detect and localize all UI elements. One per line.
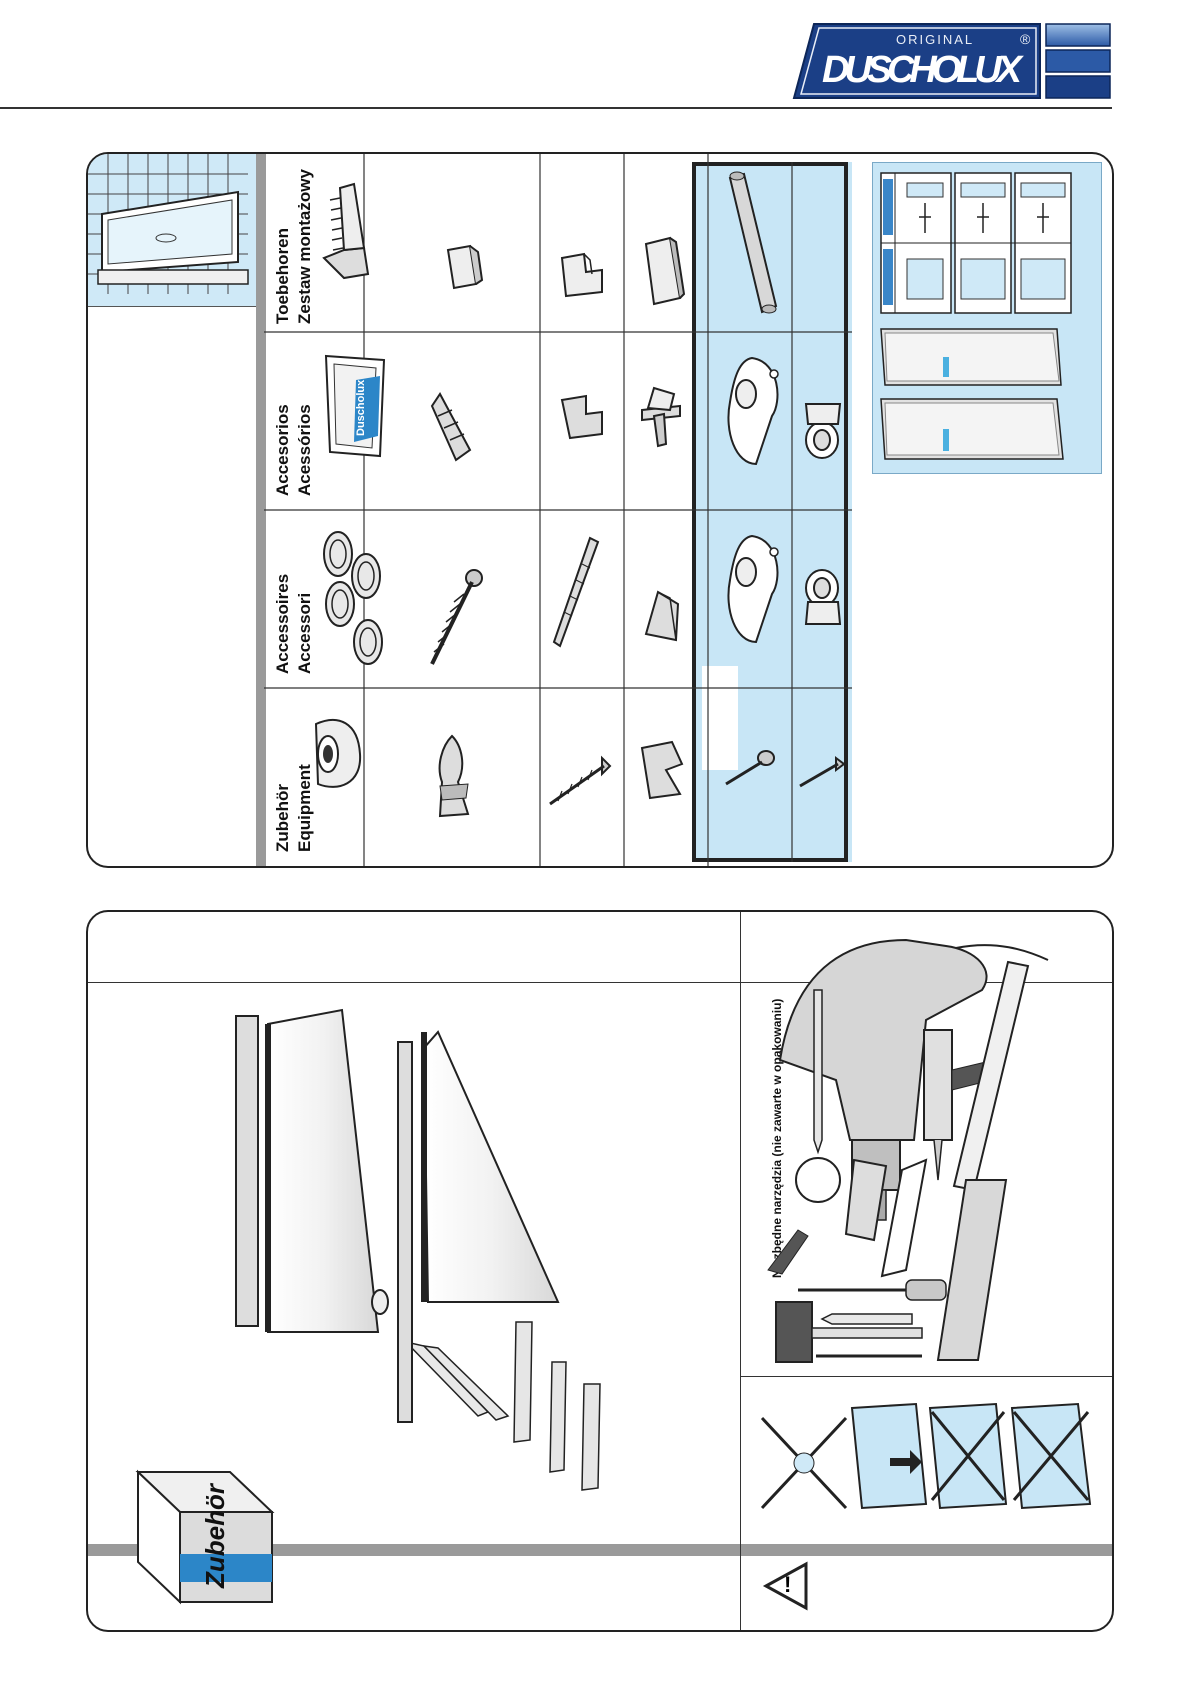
drill-bit-icon — [546, 534, 606, 654]
glass-handling-wrong-icon-2 — [1012, 1404, 1090, 1508]
comb-bracket-icon — [314, 178, 374, 288]
drill-bit-icon — [814, 990, 822, 1152]
warning-illustration: ! — [756, 1388, 1112, 1624]
wall-plug-icon — [426, 380, 486, 470]
hinge-block-icon — [716, 530, 788, 650]
end-cap-icon — [440, 240, 484, 296]
logo-original-text: ORIGINAL — [896, 32, 974, 47]
components-panel: Zubehör Niezbędne narzędzia (nie zawarte… — [86, 910, 1114, 1632]
warning-divider — [740, 1376, 1112, 1377]
logo-registered-mark: ® — [1020, 31, 1031, 47]
logo-brand-name: DUSCHOLUX — [822, 49, 1025, 91]
accessories-panel: Zubehör Equipment Accessoires Accessori … — [86, 152, 1114, 868]
short-screw-icon — [544, 752, 614, 812]
bit-detail-icon — [796, 1158, 840, 1202]
tools-divider — [740, 912, 741, 1630]
flat-cap-icon — [636, 232, 688, 310]
glass-panels-area — [872, 162, 1102, 474]
duscholux-logo: ORIGINAL ® DUSCHOLUX — [792, 22, 1112, 100]
suction-pad-package-icon: Duscholux — [320, 350, 390, 462]
box-label: Zubehör — [200, 1482, 230, 1589]
parts-exploded-view — [228, 1002, 708, 1522]
tape-roll-icon — [308, 714, 368, 794]
corner-handle-icon — [632, 734, 692, 804]
suction-clip-set-icon — [318, 524, 388, 674]
header-rule — [0, 107, 1112, 109]
glass-handling-wrong-icon-1 — [930, 1404, 1006, 1508]
wrong-fixing-icon — [762, 1418, 846, 1508]
hammer-icon — [776, 1302, 922, 1362]
warning-symbol: ! — [784, 1572, 791, 1597]
hinge-block-icon — [716, 352, 788, 472]
rod-clamp-icon — [798, 564, 848, 634]
spirit-level-icon — [938, 1180, 1006, 1360]
screw-icon — [720, 748, 776, 788]
corner-piece-icon — [556, 390, 608, 442]
package-label: Duscholux — [355, 379, 367, 436]
hex-key-icon — [768, 1230, 808, 1274]
glass-handling-ok-icon — [852, 1404, 926, 1508]
pencil-icon — [822, 1314, 912, 1324]
handle-cap-icon — [636, 584, 688, 648]
screwdriver-icon — [798, 1280, 946, 1300]
utility-knife-icon — [846, 1160, 886, 1240]
tools-illustration — [756, 930, 1112, 1370]
screw-icon — [796, 754, 846, 790]
corner-angle-icon — [556, 248, 608, 300]
hinge-bracket-icon — [634, 380, 690, 452]
bumper-clip-icon — [422, 726, 482, 826]
rod-clamp-icon — [798, 394, 848, 464]
long-screw-icon — [424, 564, 484, 674]
support-rod-icon — [710, 170, 790, 320]
